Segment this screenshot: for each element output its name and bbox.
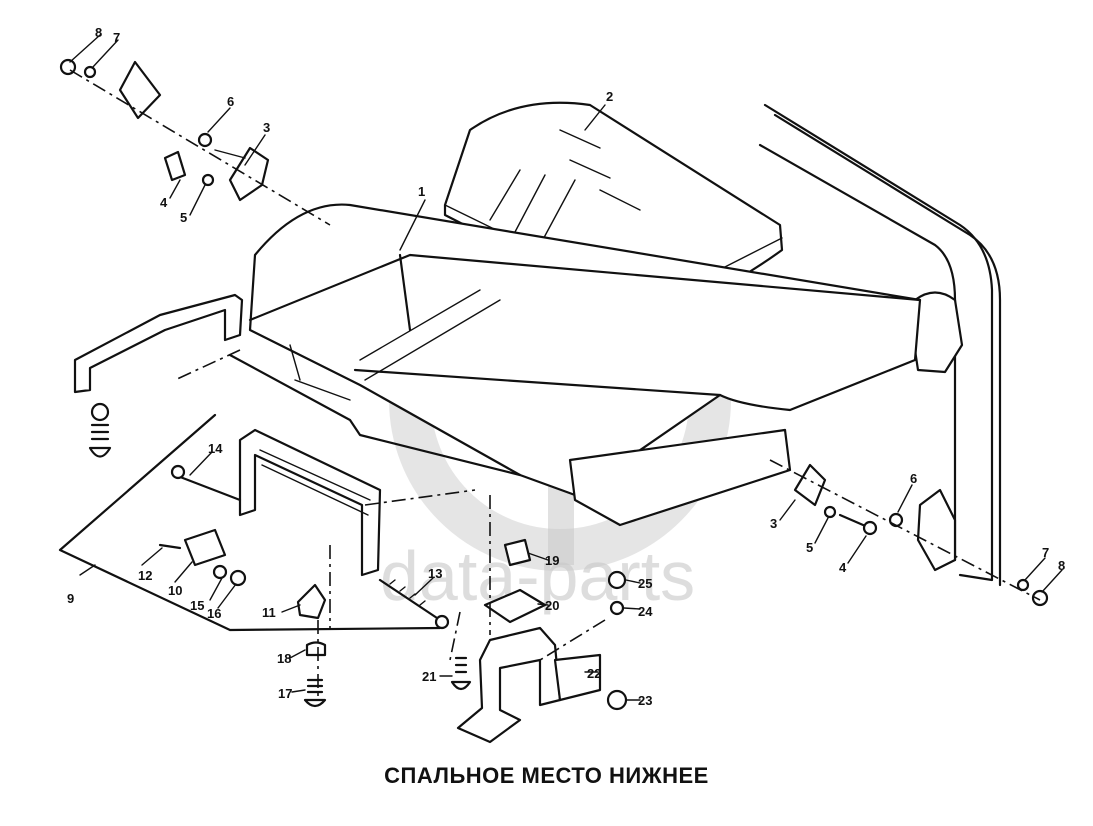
- callout-22: 22: [587, 666, 601, 681]
- callout-13: 13: [428, 566, 442, 581]
- callout-5-right: 5: [806, 540, 813, 555]
- callout-7-top: 7: [113, 30, 120, 45]
- callout-24: 24: [638, 604, 653, 619]
- callout-6-top: 6: [227, 94, 234, 109]
- callout-16: 16: [207, 606, 221, 621]
- callout-4-right: 4: [839, 560, 847, 575]
- latch-assembly: [158, 528, 247, 587]
- callout-2: 2: [606, 89, 613, 104]
- callout-1: 1: [418, 184, 425, 199]
- callout-9: 9: [67, 591, 74, 606]
- callout-19: 19: [545, 553, 559, 568]
- callout-14: 14: [208, 441, 223, 456]
- callout-20: 20: [545, 598, 559, 613]
- clamp-11: [296, 583, 327, 708]
- callout-25: 25: [638, 576, 652, 591]
- callout-18: 18: [277, 651, 291, 666]
- callout-labels: 1 2 3 3 4 4 5 5 6 6 7 7 8 8 9 10 11 12 1…: [67, 25, 1065, 708]
- left-hinge-bracket: [73, 293, 244, 458]
- lower-bracket-22: [450, 538, 602, 744]
- callout-15: 15: [190, 598, 204, 613]
- support-frame: [170, 428, 382, 577]
- top-left-hardware: [59, 58, 270, 202]
- callout-3-top: 3: [263, 120, 270, 135]
- cab-wall: [758, 103, 1002, 587]
- right-hardware: [793, 463, 1049, 607]
- leader-lines: [69, 34, 1063, 701]
- callout-8-right: 8: [1058, 558, 1065, 573]
- diagram-caption: СПАЛЬНОЕ МЕСТО НИЖНЕЕ: [384, 763, 709, 788]
- callout-5-top: 5: [180, 210, 187, 225]
- callout-4-top: 4: [160, 195, 168, 210]
- callout-6-right: 6: [910, 471, 917, 486]
- bolt-13: [378, 578, 450, 630]
- callout-12: 12: [138, 568, 152, 583]
- callout-8-top: 8: [95, 25, 102, 40]
- callout-3-right: 3: [770, 516, 777, 531]
- callout-17: 17: [278, 686, 292, 701]
- callout-23: 23: [638, 693, 652, 708]
- callout-11: 11: [262, 605, 276, 620]
- axis-lines: [69, 69, 1041, 700]
- nut-washer-group: [606, 570, 628, 711]
- lower-bunk: [228, 203, 922, 527]
- callout-10: 10: [168, 583, 182, 598]
- callout-21: 21: [422, 669, 436, 684]
- assembly-outline: [58, 413, 442, 632]
- callout-7-right: 7: [1042, 545, 1049, 560]
